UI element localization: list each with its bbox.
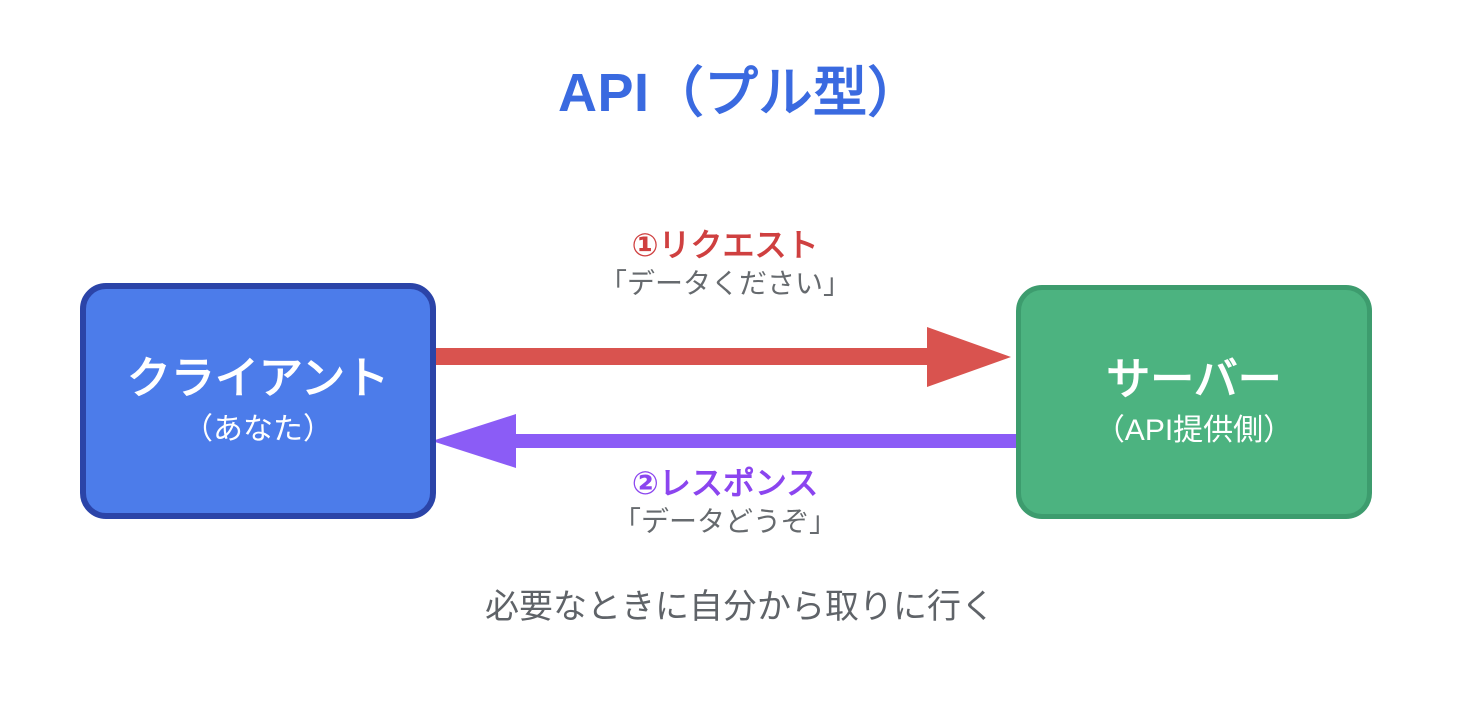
request-arrow [432,327,1011,387]
response-label-quote: 「データどうぞ」 [612,506,837,538]
response-arrow-label: ②レスポンス 「データどうぞ」 [485,464,965,539]
node-server-title: サーバー [1106,354,1282,404]
response-arrow [432,414,1016,468]
node-client-title: クライアント [126,353,390,403]
page-title: API（プル型） [557,63,923,123]
node-server[interactable]: サーバー （API提供側） [1016,285,1372,519]
request-label-main: ①リクエスト [631,227,819,263]
diagram-caption: 必要なときに自分から取りに行く [485,588,995,626]
node-server-subtitle: （API提供側） [1094,413,1294,447]
node-client[interactable]: クライアント （あなた） [80,283,436,519]
response-label-main: ②レスポンス [631,465,819,501]
node-client-subtitle: （あなた） [183,412,333,446]
request-label-quote: 「データください」 [598,268,851,300]
request-arrow-label: ①リクエスト 「データください」 [485,226,965,301]
